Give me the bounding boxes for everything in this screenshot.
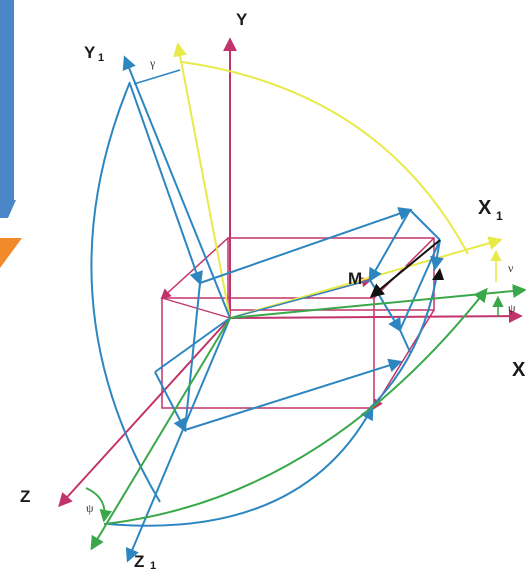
box-edge: [161, 297, 231, 319]
blue-edge: [229, 279, 371, 319]
label-x1: X: [478, 197, 492, 219]
blue-edge: [199, 207, 413, 284]
green-z-axis: [90, 317, 231, 551]
side-decoration: [0, 0, 22, 268]
label-y1: Y: [84, 43, 96, 62]
blue-arc-bottom: [107, 405, 374, 527]
original-frame: [58, 37, 523, 508]
yellow-x-axis: [229, 236, 503, 319]
blue-edge: [129, 83, 203, 286]
yellow-arc: [181, 61, 469, 255]
label-x: X: [512, 359, 526, 381]
psi-arc-left: [85, 487, 112, 523]
blue-edge: [154, 371, 187, 433]
orange-arrowhead: [0, 238, 22, 268]
label-z1: Z: [134, 552, 144, 571]
label-y1-sub: 1: [98, 52, 104, 64]
y1-axis: [122, 55, 231, 319]
yellow-y-axis: [173, 42, 231, 319]
z-axis: [58, 317, 231, 508]
psi-angle-label-right: ψ: [508, 301, 516, 315]
label-z: Z: [20, 487, 30, 506]
blue-edge: [368, 209, 411, 283]
box-front: [161, 297, 375, 409]
m-arrow: [369, 239, 441, 298]
blue-edge: [154, 317, 231, 373]
x-axis: [229, 309, 523, 324]
green-arc: [103, 287, 488, 525]
blue-edge: [184, 282, 201, 431]
blue-frame: [90, 55, 444, 563]
label-z1-sub: 1: [150, 560, 156, 572]
blue-arrow-tip: [0, 200, 16, 218]
blue-bar: [0, 0, 14, 200]
green-frame: [85, 284, 526, 551]
label-x1-sub: 1: [496, 209, 503, 223]
box-back: [227, 237, 435, 311]
blue-arc-left: [90, 81, 161, 503]
label-m: M: [348, 269, 362, 288]
blue-edge: [399, 329, 411, 353]
z1-axis: [125, 317, 231, 563]
m-arrow-tip: [432, 268, 444, 280]
psi-angle-label-left: ψ: [86, 501, 94, 515]
blue-edge: [409, 209, 441, 241]
blue-edge: [430, 239, 444, 271]
nu-angle-label: ν: [508, 261, 514, 275]
yellow-frame: [173, 42, 503, 319]
gamma-link: [133, 69, 181, 85]
blue-edge: [399, 239, 441, 331]
gamma-angle-label: γ: [149, 56, 156, 70]
label-y: Y: [236, 10, 248, 29]
blue-edge: [184, 358, 403, 431]
